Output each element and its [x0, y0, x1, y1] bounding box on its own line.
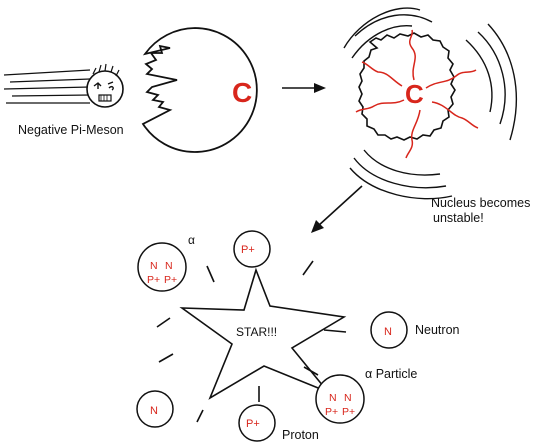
proton-top: P+: [233, 230, 271, 268]
arrow-right: [282, 83, 326, 93]
neutron-right-label: N: [384, 326, 392, 338]
alpha-symbol-label: α: [188, 233, 195, 247]
neutron-right: N: [370, 311, 408, 349]
fracture-lines: [355, 29, 479, 159]
unstable-nucleus: [358, 32, 456, 141]
carbon-letter: C: [232, 77, 252, 108]
burst-lines: [156, 260, 347, 423]
neutron-bottom: N: [136, 390, 174, 428]
alpha-particle-bottom: N N P+ P+: [315, 374, 365, 424]
alpha-bottom-n1: N: [329, 392, 337, 404]
shock-arcs: [343, 7, 517, 200]
alpha-top-p2: P+: [164, 274, 177, 286]
star-burst: [179, 267, 347, 400]
proton-bottom: P+: [238, 404, 276, 442]
carbon-letter-unstable: C: [405, 79, 424, 109]
meson-face-icon: [86, 63, 124, 108]
alpha-top-n2: N: [165, 260, 173, 272]
meson-speed-lines: [3, 69, 91, 104]
unstable-label-line2: unstable!: [433, 211, 484, 225]
star-label: STAR!!!: [236, 325, 277, 339]
neutron-bottom-label: N: [150, 405, 158, 417]
neutron-caption: Neutron: [415, 323, 460, 337]
alpha-bottom-n2: N: [344, 392, 352, 404]
alpha-particle-caption: α Particle: [365, 367, 417, 381]
proton-caption: Proton: [282, 428, 319, 442]
alpha-top-n1: N: [150, 260, 158, 272]
pacman-nucleus: [141, 27, 258, 153]
alpha-particle-top: N N P+ P+: [137, 242, 187, 292]
arrow-down-left: [311, 185, 363, 233]
alpha-top-p1: P+: [147, 274, 160, 286]
unstable-label-line1: Nucleus becomes: [431, 196, 530, 210]
meson-label: Negative Pi-Meson: [18, 123, 124, 137]
proton-top-label: P+: [241, 244, 255, 256]
alpha-bottom-p1: P+: [325, 406, 338, 418]
alpha-bottom-p2: P+: [342, 406, 355, 418]
proton-bottom-label: P+: [246, 418, 260, 430]
